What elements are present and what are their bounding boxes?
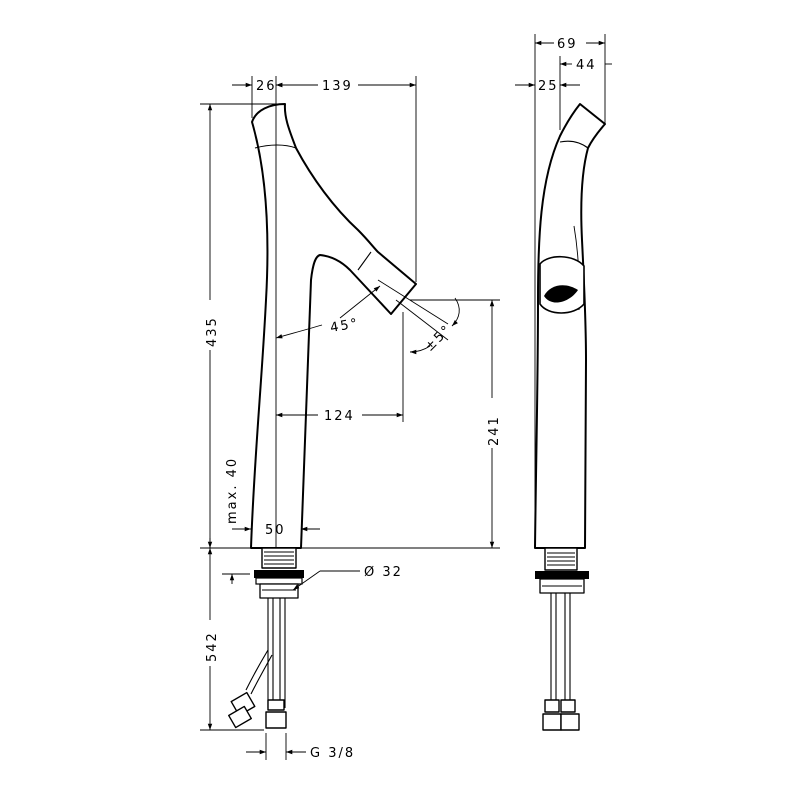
- supply-hoses-front: [228, 598, 287, 729]
- dim-label-241: 241: [487, 415, 502, 446]
- spout-outlet-band: [357, 251, 372, 271]
- dim-label-26: 26: [256, 79, 277, 94]
- side-handle: [539, 255, 585, 314]
- side-cap-band: [559, 140, 589, 149]
- cap-band-line: [254, 144, 297, 149]
- dim-label-max40: max. 40: [225, 457, 240, 524]
- dim-label-542: 542: [205, 631, 220, 662]
- side-view: 69 44 25: [515, 34, 612, 731]
- dim-label-69: 69: [557, 37, 578, 52]
- front-view: 26 139 435 45° ±5° 124 241 max. 40 50 Ø …: [200, 76, 502, 761]
- faucet-body-side: [534, 103, 606, 549]
- dimension-lines-front: [200, 76, 500, 760]
- mounting-shank-side: [535, 547, 589, 594]
- dim-label-139: 139: [322, 79, 353, 94]
- supply-hoses-side: [542, 593, 580, 731]
- dim-label-50: 50: [265, 523, 286, 538]
- dim-label-hole-diameter: Ø 32: [364, 565, 403, 580]
- mounting-shank-front: [254, 547, 304, 599]
- dim-label-25: 25: [538, 79, 559, 94]
- dim-label-45deg: 45°: [329, 316, 360, 336]
- dim-label-435: 435: [205, 316, 220, 347]
- dim-label-thread: G 3/8: [310, 746, 355, 761]
- dim-label-44: 44: [576, 58, 597, 73]
- dim-label-plusminus5deg: ±5°: [422, 322, 455, 355]
- dimension-lines-side: [515, 34, 612, 548]
- faucet-body-front: [250, 103, 417, 549]
- dim-label-124: 124: [324, 409, 355, 424]
